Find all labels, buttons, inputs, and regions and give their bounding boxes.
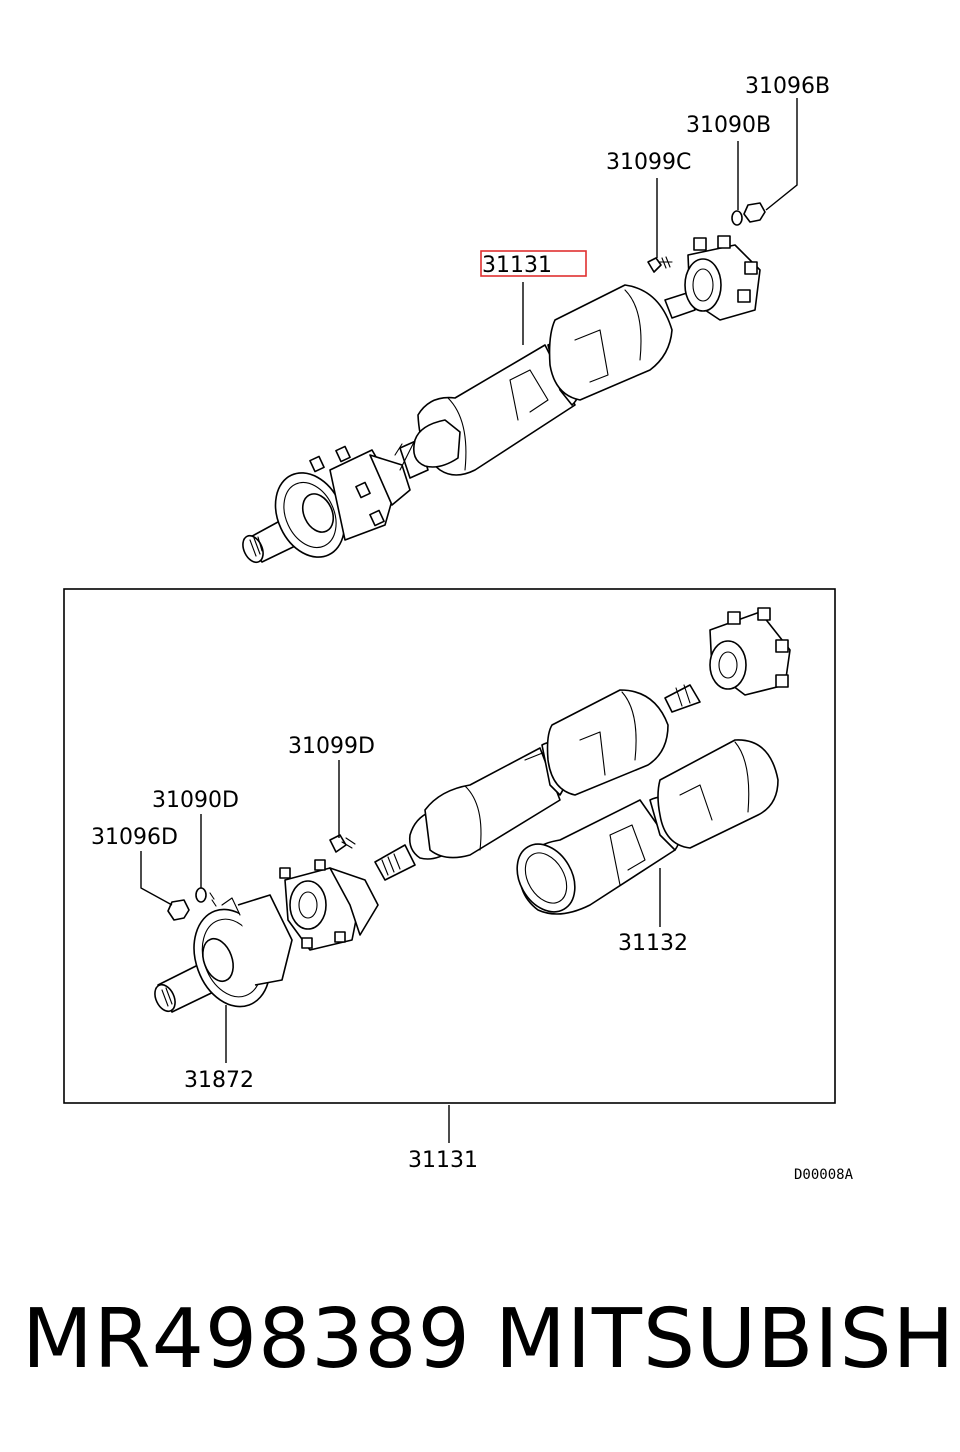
bottom-shaft-spline [374,844,416,881]
bolt-31099d-icon [329,834,356,853]
bottom-center-bearing [193,894,293,1008]
label-31096d: 31096D [91,825,178,850]
drawing-code: D00008A [794,1167,854,1183]
footer: MR498389 MITSUBISHI [0,1290,960,1400]
label-31872: 31872 [184,1068,254,1093]
label-31099c: 31099C [606,150,691,175]
top-shaft-tube [412,284,696,476]
bottom-shaft-tube [408,684,701,860]
label-31132: 31132 [618,931,688,956]
label-31131-assembly: 31131 [408,1148,478,1173]
washer-31090b-icon [731,210,743,226]
bolt-31099c-icon [647,256,673,273]
bottom-front-flange [279,859,379,951]
label-31090b: 31090B [686,113,771,138]
bottom-exploded-assembly [154,607,791,1013]
label-31096b: 31096B [745,74,830,99]
washer-31090d-icon [195,887,207,903]
bottom-rear-flange [709,607,791,696]
bottom-leader-lines [140,760,661,1143]
nut-31096b-icon [743,202,766,223]
boot-cover-31132 [516,739,779,915]
label-31131-top[interactable]: 31131 [482,253,552,278]
top-leader-lines [522,98,798,345]
label-31090d: 31090D [152,788,239,813]
label-31099d: 31099D [288,734,375,759]
top-front-flange [309,445,411,541]
brand-name: MITSUBISHI [495,1292,960,1387]
part-number: MR498389 [22,1292,471,1387]
exploded-view-frame [63,588,836,1104]
highlight-box [480,250,587,277]
nut-31096d-icon [167,899,190,921]
top-shaft-assembly [242,202,766,564]
top-rear-flange [684,235,761,321]
